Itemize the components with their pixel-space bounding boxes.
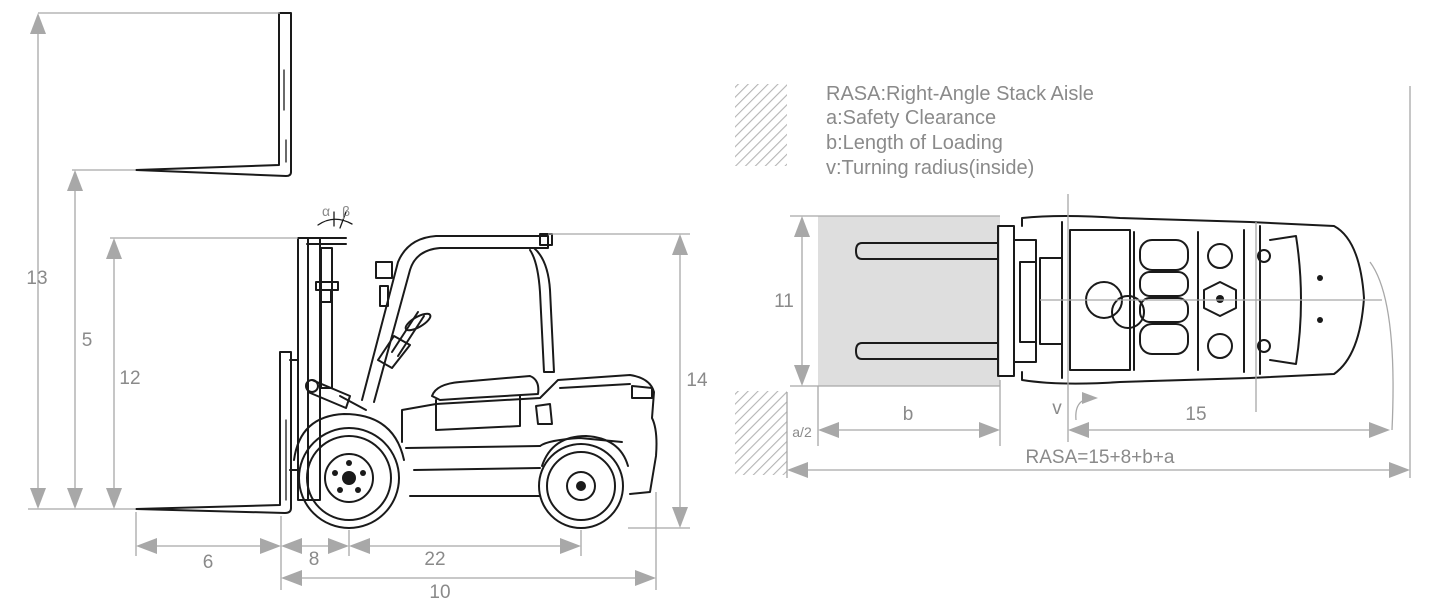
top-forks [855,242,999,360]
legend-v: v:Turning radius(inside) [826,157,1034,179]
tilt-angle-indicator: α β [317,203,353,229]
dim-22-label: 22 [424,549,445,570]
clearance-hatch [735,391,787,475]
alpha-symbol: α [322,203,330,219]
legend-b: b:Length of Loading [826,132,1003,154]
beta-symbol: β [342,203,350,219]
seat [431,375,540,431]
dim-13-label: 13 [26,268,47,289]
legend-hatch-swatch [735,84,787,166]
front-wheel [293,413,405,529]
dim-12-label: 12 [119,368,140,389]
top-carriage [997,225,1037,377]
dim-a-half-label: a/2 [792,424,812,440]
overhead-guard [361,233,555,403]
dim-8-label: 8 [309,549,320,570]
lowered-forks [135,351,292,514]
dim-10-label: 10 [429,582,450,603]
truck-body [401,374,658,497]
top-view-dimensions: 11 b a/2 v 15 RASA=15+8+b+a [774,86,1411,478]
rear-wheel [538,435,629,529]
top-body [1021,215,1365,385]
mast [289,237,347,501]
dim-5-label: 5 [82,330,93,351]
dim-v-label: v [1052,398,1062,419]
steering [377,311,432,369]
side-view: α β [26,12,708,603]
dim-b-label: b [903,404,914,425]
load-area [818,216,1000,386]
turning-arc [1369,261,1394,431]
rasa-formula-label: RASA=15+8+b+a [1026,447,1175,468]
top-view: RASA:Right-Angle Stack Aisle a:Safety Cl… [735,83,1411,478]
legend-rasa: RASA:Right-Angle Stack Aisle [826,83,1094,105]
legend: RASA:Right-Angle Stack Aisle a:Safety Cl… [735,83,1094,179]
dim-11-label: 11 [774,291,794,312]
legend-a: a:Safety Clearance [826,107,996,129]
dim-15-label: 15 [1185,404,1206,425]
tilt-cylinder [305,379,367,411]
raised-forks [135,12,292,177]
dim-14-label: 14 [686,370,708,391]
dim-6-label: 6 [203,552,214,573]
side-view-dimensions: 13 5 12 14 6 8 [26,12,708,603]
